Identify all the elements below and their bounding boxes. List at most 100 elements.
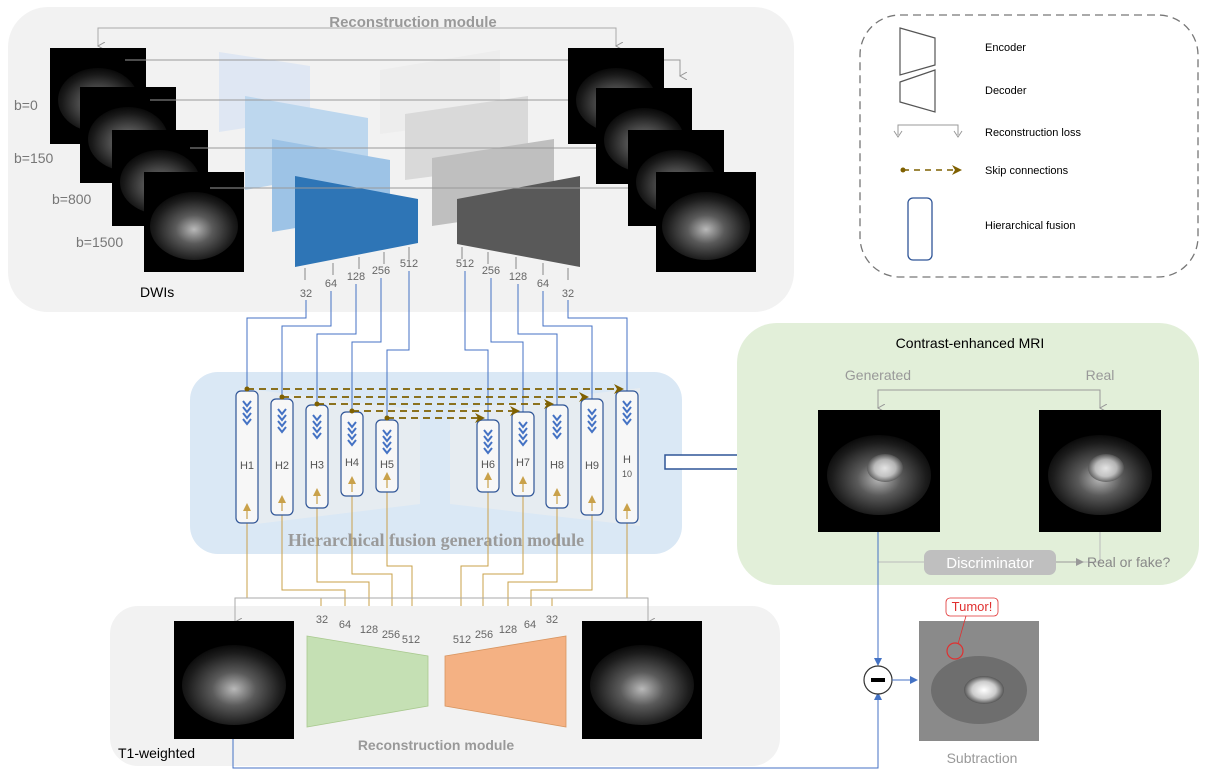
t1-decoder-channel-labels: 512 256 128 64 32 xyxy=(453,614,558,646)
channel-label: 256 xyxy=(482,265,500,277)
ce-mri-title: Contrast-enhanced MRI xyxy=(896,335,1045,351)
t1-decoder xyxy=(444,635,567,728)
chevron-down-icon xyxy=(518,433,528,441)
chevron-down-icon xyxy=(242,418,252,426)
fusion-module-title: Hierarchical fusion generation module xyxy=(288,530,584,550)
decoder-to-fusion-line xyxy=(567,300,628,391)
fusion-block-label: H5 xyxy=(380,459,394,471)
recon-loss-legend-icon xyxy=(897,124,959,135)
fusion-block-label: H3 xyxy=(310,460,324,472)
chevron-down-icon xyxy=(483,435,493,443)
fusion-block-label: H2 xyxy=(275,460,289,472)
tumor-label: Tumor! xyxy=(952,599,993,614)
channel-label: 512 xyxy=(400,258,418,270)
decoder-to-fusion-line xyxy=(464,271,489,420)
t1-encoder xyxy=(306,635,429,728)
fusion-block xyxy=(545,404,569,509)
discriminator-box xyxy=(924,550,1056,575)
t1-to-subtraction-line xyxy=(232,692,882,769)
chevron-down-icon xyxy=(277,414,287,422)
skip-connection-origin xyxy=(244,386,250,392)
channel-label: 32 xyxy=(316,614,328,626)
encoder-to-fusion-line xyxy=(246,300,307,391)
chevron-down-icon xyxy=(312,414,322,422)
decoder-to-fusion-line xyxy=(490,278,524,412)
chevron-down-icon xyxy=(587,420,597,428)
decoder-legend-icon xyxy=(899,69,936,113)
chevron-down-icon xyxy=(518,439,528,447)
b-value-label: b=800 xyxy=(52,191,92,207)
chevron-down-icon xyxy=(347,439,357,447)
channel-label: 512 xyxy=(453,634,471,646)
chevron-down-icon xyxy=(552,426,562,434)
chevron-down-icon xyxy=(347,427,357,435)
chevron-down-icon xyxy=(382,435,392,443)
fusion-block-label: H9 xyxy=(585,460,599,472)
b-value-label: b=0 xyxy=(14,97,38,113)
generated-label: Generated xyxy=(845,367,911,383)
fusion-block xyxy=(270,398,294,516)
decoder-to-fusion-line xyxy=(542,291,593,399)
dwi-caption: DWIs xyxy=(140,284,174,300)
fusion-block-label: H4 xyxy=(345,457,359,469)
encoder-trapezoid-main xyxy=(295,176,418,267)
real-label: Real xyxy=(1086,367,1115,383)
real-or-fake-label: Real or fake? xyxy=(1087,554,1170,570)
skip-connection-origin xyxy=(349,408,355,414)
chevron-down-icon xyxy=(552,420,562,428)
encoder-legend-icon xyxy=(899,27,936,76)
fusion-block xyxy=(615,390,639,524)
chevron-down-icon xyxy=(277,420,287,428)
chevron-down-icon xyxy=(622,418,632,426)
encoder-to-fusion-line xyxy=(316,284,357,405)
fusion-block xyxy=(511,411,535,497)
top-module-title: Reconstruction module xyxy=(329,14,497,31)
minus-icon xyxy=(871,678,885,682)
channel-label: 128 xyxy=(509,271,527,283)
dwi-stack-right xyxy=(568,48,756,272)
channel-label: 32 xyxy=(546,614,558,626)
skip-connection-origin xyxy=(384,415,390,421)
skip-connection-origin xyxy=(279,394,285,400)
chevron-down-icon xyxy=(483,447,493,455)
fusion-block-label: H7 xyxy=(516,457,530,469)
channel-label: 512 xyxy=(456,258,474,270)
chevron-down-icon xyxy=(622,400,632,408)
dwi-stack-left xyxy=(50,48,244,272)
fusion-block-label: H8 xyxy=(550,460,564,472)
channel-label: 128 xyxy=(360,624,378,636)
chevron-down-icon xyxy=(312,420,322,428)
chevron-down-icon xyxy=(242,400,252,408)
channel-label: 64 xyxy=(524,619,536,631)
chevron-down-icon xyxy=(518,427,528,435)
legend-encoder-label: Encoder xyxy=(985,42,1026,54)
chevron-down-icon xyxy=(587,408,597,416)
b-value-label: b=1500 xyxy=(76,234,123,250)
chevron-down-icon xyxy=(312,426,322,434)
chevron-down-icon xyxy=(347,433,357,441)
skip-connections xyxy=(244,384,624,423)
chevron-down-icon xyxy=(622,406,632,414)
fusion-block-label: 10 xyxy=(622,469,632,479)
chevron-down-icon xyxy=(382,447,392,455)
chevron-down-icon xyxy=(483,441,493,449)
fusion-block xyxy=(476,419,500,493)
legend-skip-label: Skip connections xyxy=(985,165,1069,177)
bottom-module-title: Reconstruction module xyxy=(358,737,515,753)
channel-label: 512 xyxy=(402,634,420,646)
channel-label: 256 xyxy=(372,265,390,277)
channel-label: 256 xyxy=(475,629,493,641)
encoder-to-fusion-line xyxy=(386,271,410,420)
channel-label: 64 xyxy=(339,619,351,631)
discriminator-label: Discriminator xyxy=(946,555,1034,572)
legend-fusion-label: Hierarchical fusion xyxy=(985,220,1075,232)
chevron-down-icon xyxy=(277,426,287,434)
channel-label: 128 xyxy=(499,624,517,636)
channel-label: 32 xyxy=(562,288,574,300)
chevron-down-icon xyxy=(242,406,252,414)
decoder-to-fusion-line xyxy=(517,284,558,405)
